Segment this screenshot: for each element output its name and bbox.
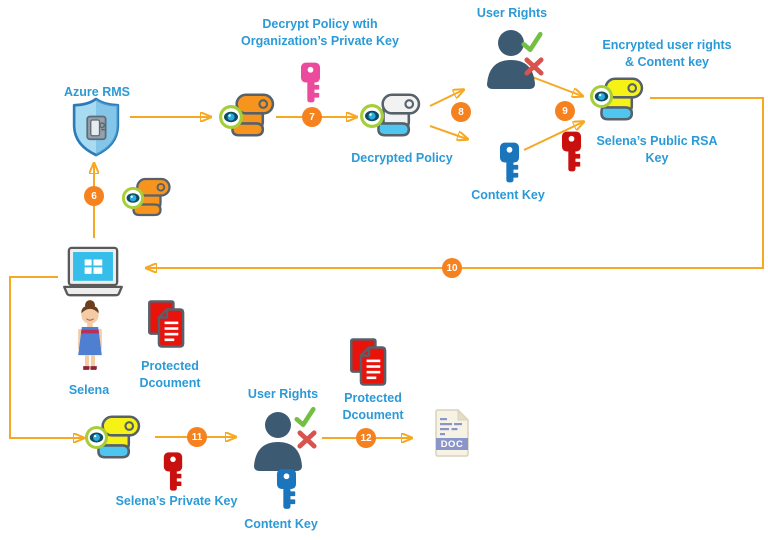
windows-laptop-icon [63, 246, 123, 297]
x-icon [296, 429, 318, 450]
eye-icon [121, 186, 145, 210]
eye-icon [589, 84, 614, 109]
step-badge-11: 11 [187, 427, 207, 447]
label-encrypted-user-rights: Encrypted user rights & Content key [602, 38, 732, 69]
step-badge-6: 6 [84, 186, 104, 206]
protected-document-2-icon [350, 338, 387, 386]
connector-step9-down [523, 122, 583, 151]
step-badge-7: 7 [302, 107, 322, 127]
content-key-bottom-icon [276, 469, 297, 509]
selena-avatar [77, 299, 103, 371]
label-selena-private-key: Selena’s Private Key [115, 494, 238, 508]
label-user-rights-bottom: User Rights [247, 387, 319, 401]
x-icon [523, 56, 545, 77]
doc-file-icon: DOC [432, 408, 472, 458]
selena-private-key-icon [163, 452, 183, 491]
doc-file-badge: DOC [440, 439, 464, 450]
label-content-key-top: Content Key [471, 188, 545, 202]
eye-icon [84, 425, 109, 450]
connector-step9-up [526, 74, 582, 96]
step-badge-10: 10 [442, 258, 462, 278]
eye-icon [219, 105, 243, 129]
check-icon [521, 31, 543, 53]
step-badge-9: 9 [555, 101, 575, 121]
selena-public-rsa-key-icon [561, 131, 582, 172]
organization-private-key-icon [300, 62, 321, 103]
connector-step8-up [429, 90, 463, 107]
eye-icon [360, 104, 384, 128]
label-azure-rms: Azure RMS [64, 85, 130, 99]
protected-document-icon [148, 300, 185, 348]
label-content-key-bottom: Content Key [244, 517, 318, 531]
step-badge-8: 8 [451, 102, 471, 122]
check-icon [294, 406, 316, 428]
connector-laptop-to-scroll [9, 276, 83, 438]
label-user-rights-top: User Rights [476, 6, 548, 20]
label-decrypt-policy: Decrypt Policy wtih Organization’s Priva… [241, 17, 399, 48]
content-key-icon [499, 142, 520, 183]
label-selena-public-key: Selena’s Public RSA Key [596, 134, 718, 165]
azure-rms-shield-icon [72, 97, 120, 157]
label-protected-document-1: Protected Dcoument [139, 359, 201, 390]
label-selena: Selena [68, 383, 110, 397]
label-protected-document-2: Protected Dcoument [342, 391, 404, 422]
connector-step8-down [429, 125, 467, 139]
step-badge-12: 12 [356, 428, 376, 448]
label-decrypted-policy: Decrypted Policy [351, 151, 453, 165]
